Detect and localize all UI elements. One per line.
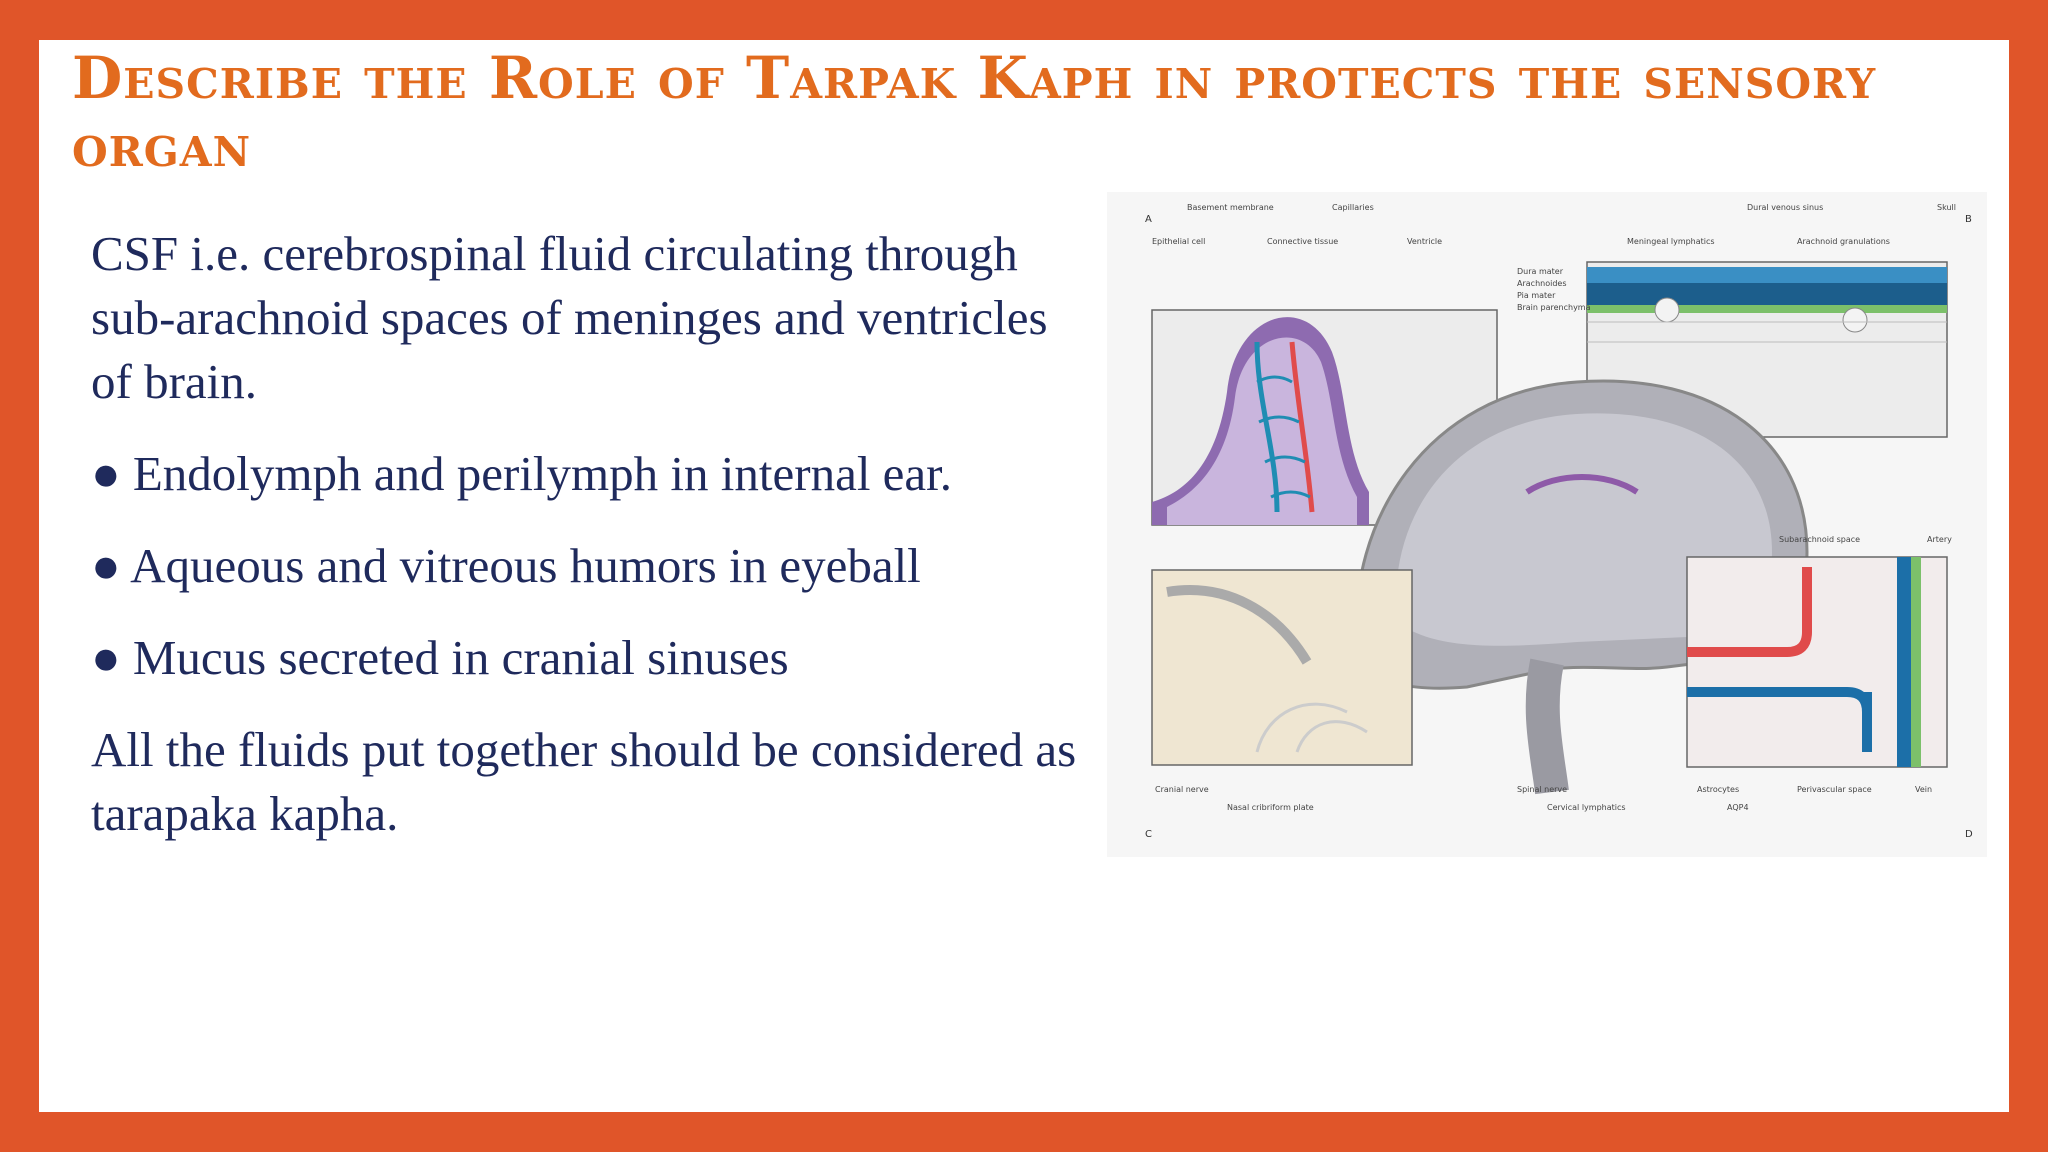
label-dural-venous-sinus: Dural venous sinus: [1747, 203, 1823, 212]
slide-title: Describe the Role of Tarpak Kaph in prot…: [72, 44, 1877, 180]
label-cervical-lymphatics: Cervical lymphatics: [1547, 803, 1626, 812]
label-pia-mater: Pia mater: [1517, 291, 1556, 300]
panel-letter-b: B: [1965, 214, 1972, 225]
bullet-endolymph: ● Endolymph and perilymph in internal ea…: [91, 446, 953, 501]
perivascular-inset: [1686, 556, 1948, 768]
label-brain-parenchyma: Brain parenchyma: [1517, 303, 1591, 312]
label-dura-mater: Dura mater: [1517, 267, 1564, 276]
label-capillaries: Capillaries: [1332, 203, 1374, 212]
panel-letter-c: C: [1145, 829, 1152, 840]
paragraph-csf: CSF i.e. cerebrospinal fluid circulating…: [91, 226, 1048, 409]
meninges-inset: [1586, 261, 1948, 438]
choroid-plexus-inset: [1151, 309, 1498, 526]
slide-body: CSF i.e. cerebrospinal fluid circulating…: [91, 222, 1091, 874]
label-skull: Skull: [1937, 203, 1956, 212]
label-aqp4: AQP4: [1727, 803, 1749, 812]
label-vein: Vein: [1915, 785, 1932, 794]
label-arachnoid-granulations: Arachnoid granulations: [1797, 237, 1890, 246]
label-connective-tissue: Connective tissue: [1267, 237, 1338, 246]
panel-letter-d: D: [1965, 829, 1973, 840]
bullet-aqueous: ● Aqueous and vitreous humors in eyeball: [91, 538, 921, 593]
label-epithelial-cell: Epithelial cell: [1152, 237, 1205, 246]
label-cranial-nerve: Cranial nerve: [1155, 785, 1209, 794]
label-perivascular-space: Perivascular space: [1797, 785, 1872, 794]
paragraph-conclusion: All the fluids put together should be co…: [91, 722, 1077, 841]
label-meningeal-lymphatics: Meningeal lymphatics: [1627, 237, 1715, 246]
label-subarachnoid-space: Subarachnoid space: [1779, 535, 1860, 544]
nasal-cribriform-inset: [1151, 569, 1413, 766]
label-basement-membrane: Basement membrane: [1187, 203, 1274, 212]
label-spinal-nerve: Spinal nerve: [1517, 785, 1567, 794]
slide-canvas: Describe the Role of Tarpak Kaph in prot…: [39, 40, 2009, 1112]
brain-fluid-diagram: A B C D: [1107, 192, 1987, 857]
label-arachnoides: Arachnoides: [1517, 279, 1567, 288]
panel-letter-a: A: [1145, 214, 1152, 225]
bullet-mucus: ● Mucus secreted in cranial sinuses: [91, 630, 789, 685]
label-artery: Artery: [1927, 535, 1952, 544]
label-ventricle: Ventricle: [1407, 237, 1442, 246]
label-nasal-cribriform-plate: Nasal cribriform plate: [1227, 803, 1314, 812]
label-astrocytes: Astrocytes: [1697, 785, 1739, 794]
